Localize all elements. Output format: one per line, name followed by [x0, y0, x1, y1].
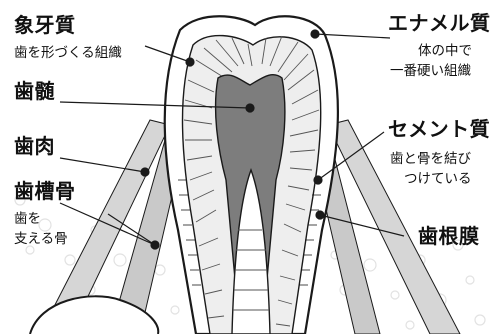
label-shizui-title: 歯髄 — [14, 80, 55, 103]
label-cement-title: セメント質 — [388, 118, 490, 141]
label-cement-desc2: つけている — [404, 172, 472, 188]
label-enamel-title: エナメル質 — [388, 12, 491, 35]
label-zoge-desc: 歯を形づくる組織 — [14, 46, 122, 62]
label-shiniku-title: 歯肉 — [14, 135, 55, 158]
label-shisokotsu-title: 歯槽骨 — [14, 180, 76, 203]
label-cement-desc1: 歯と骨を結び — [390, 152, 471, 168]
label-shisokotsu-desc2: 支える骨 — [14, 232, 68, 248]
label-shikonmaku-title: 歯根膜 — [418, 225, 480, 248]
label-shisokotsu-desc1: 歯を — [14, 212, 41, 228]
label-zoge-title: 象牙質 — [14, 14, 76, 37]
label-enamel-desc2: 一番硬い組織 — [390, 64, 471, 80]
label-enamel-desc1: 体の中で — [418, 44, 472, 60]
